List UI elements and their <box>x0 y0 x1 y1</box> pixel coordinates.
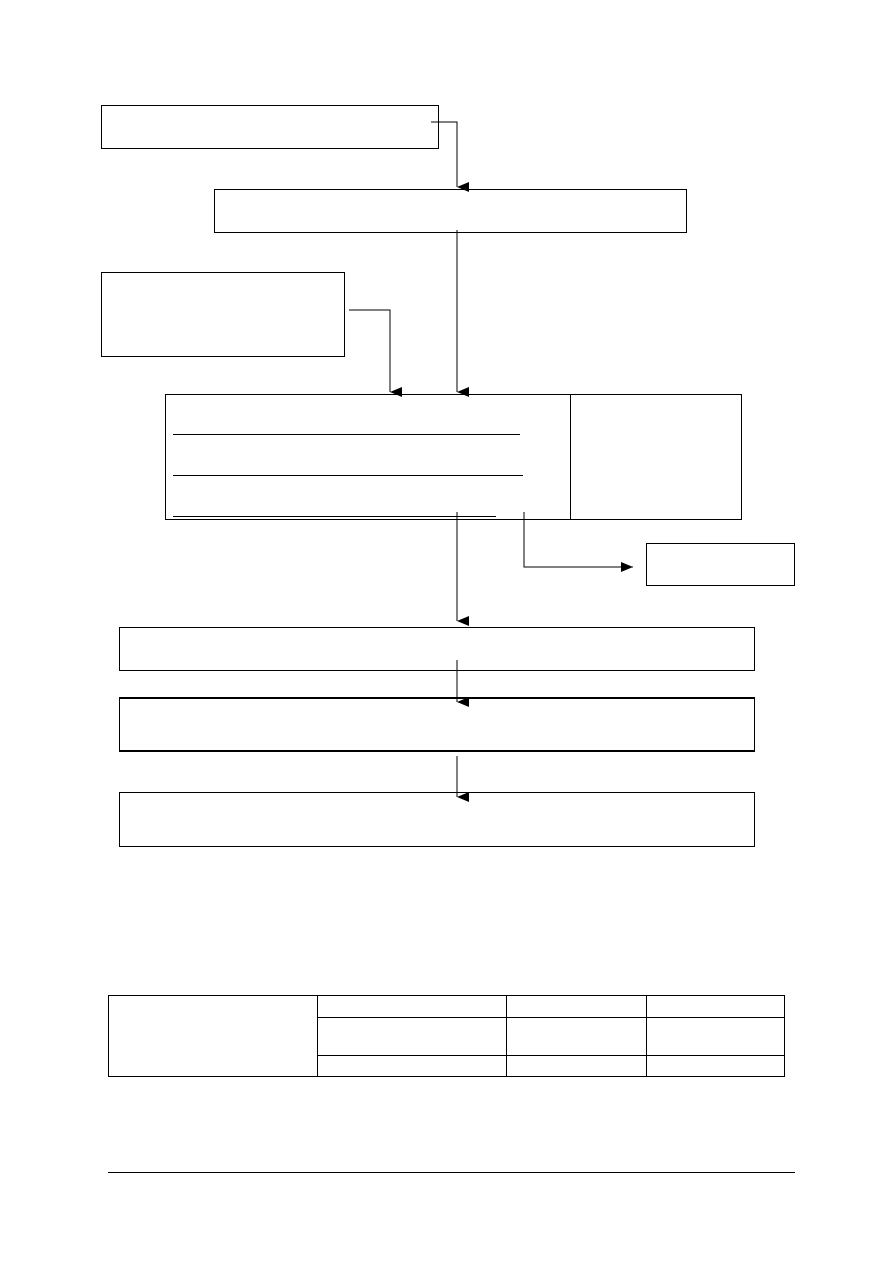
table-cell <box>645 995 786 1018</box>
box-central-side <box>570 394 742 520</box>
connector-top-to-second <box>431 121 469 192</box>
box-top-left <box>101 105 439 149</box>
box-right-output <box>646 543 795 586</box>
table-row <box>109 1017 786 1056</box>
central-line-1 <box>173 434 520 435</box>
table-cell <box>645 1055 786 1077</box>
central-line-2 <box>173 475 523 476</box>
connector-central-to-right-output <box>523 512 633 572</box>
table-cell <box>107 995 319 1077</box>
box-step-three <box>119 792 755 847</box>
table-cell <box>506 995 647 1018</box>
table-cell <box>317 995 508 1018</box>
table-cell <box>317 1017 508 1056</box>
box-central-main <box>165 394 571 520</box>
box-step-one <box>119 627 755 671</box>
table-cell <box>317 1055 508 1077</box>
table-cell <box>506 1055 647 1077</box>
central-line-3 <box>173 516 496 517</box>
summary-table <box>107 995 786 1077</box>
footer-rule <box>108 1172 795 1173</box>
box-second <box>214 189 687 233</box>
table-cell <box>506 1017 647 1056</box>
table-cell <box>645 1017 786 1056</box>
table-row <box>107 995 786 1077</box>
connector-side-input-to-central <box>349 309 402 397</box>
table-row <box>109 1055 786 1077</box>
box-step-two <box>119 697 755 752</box>
box-side-input <box>101 272 345 357</box>
